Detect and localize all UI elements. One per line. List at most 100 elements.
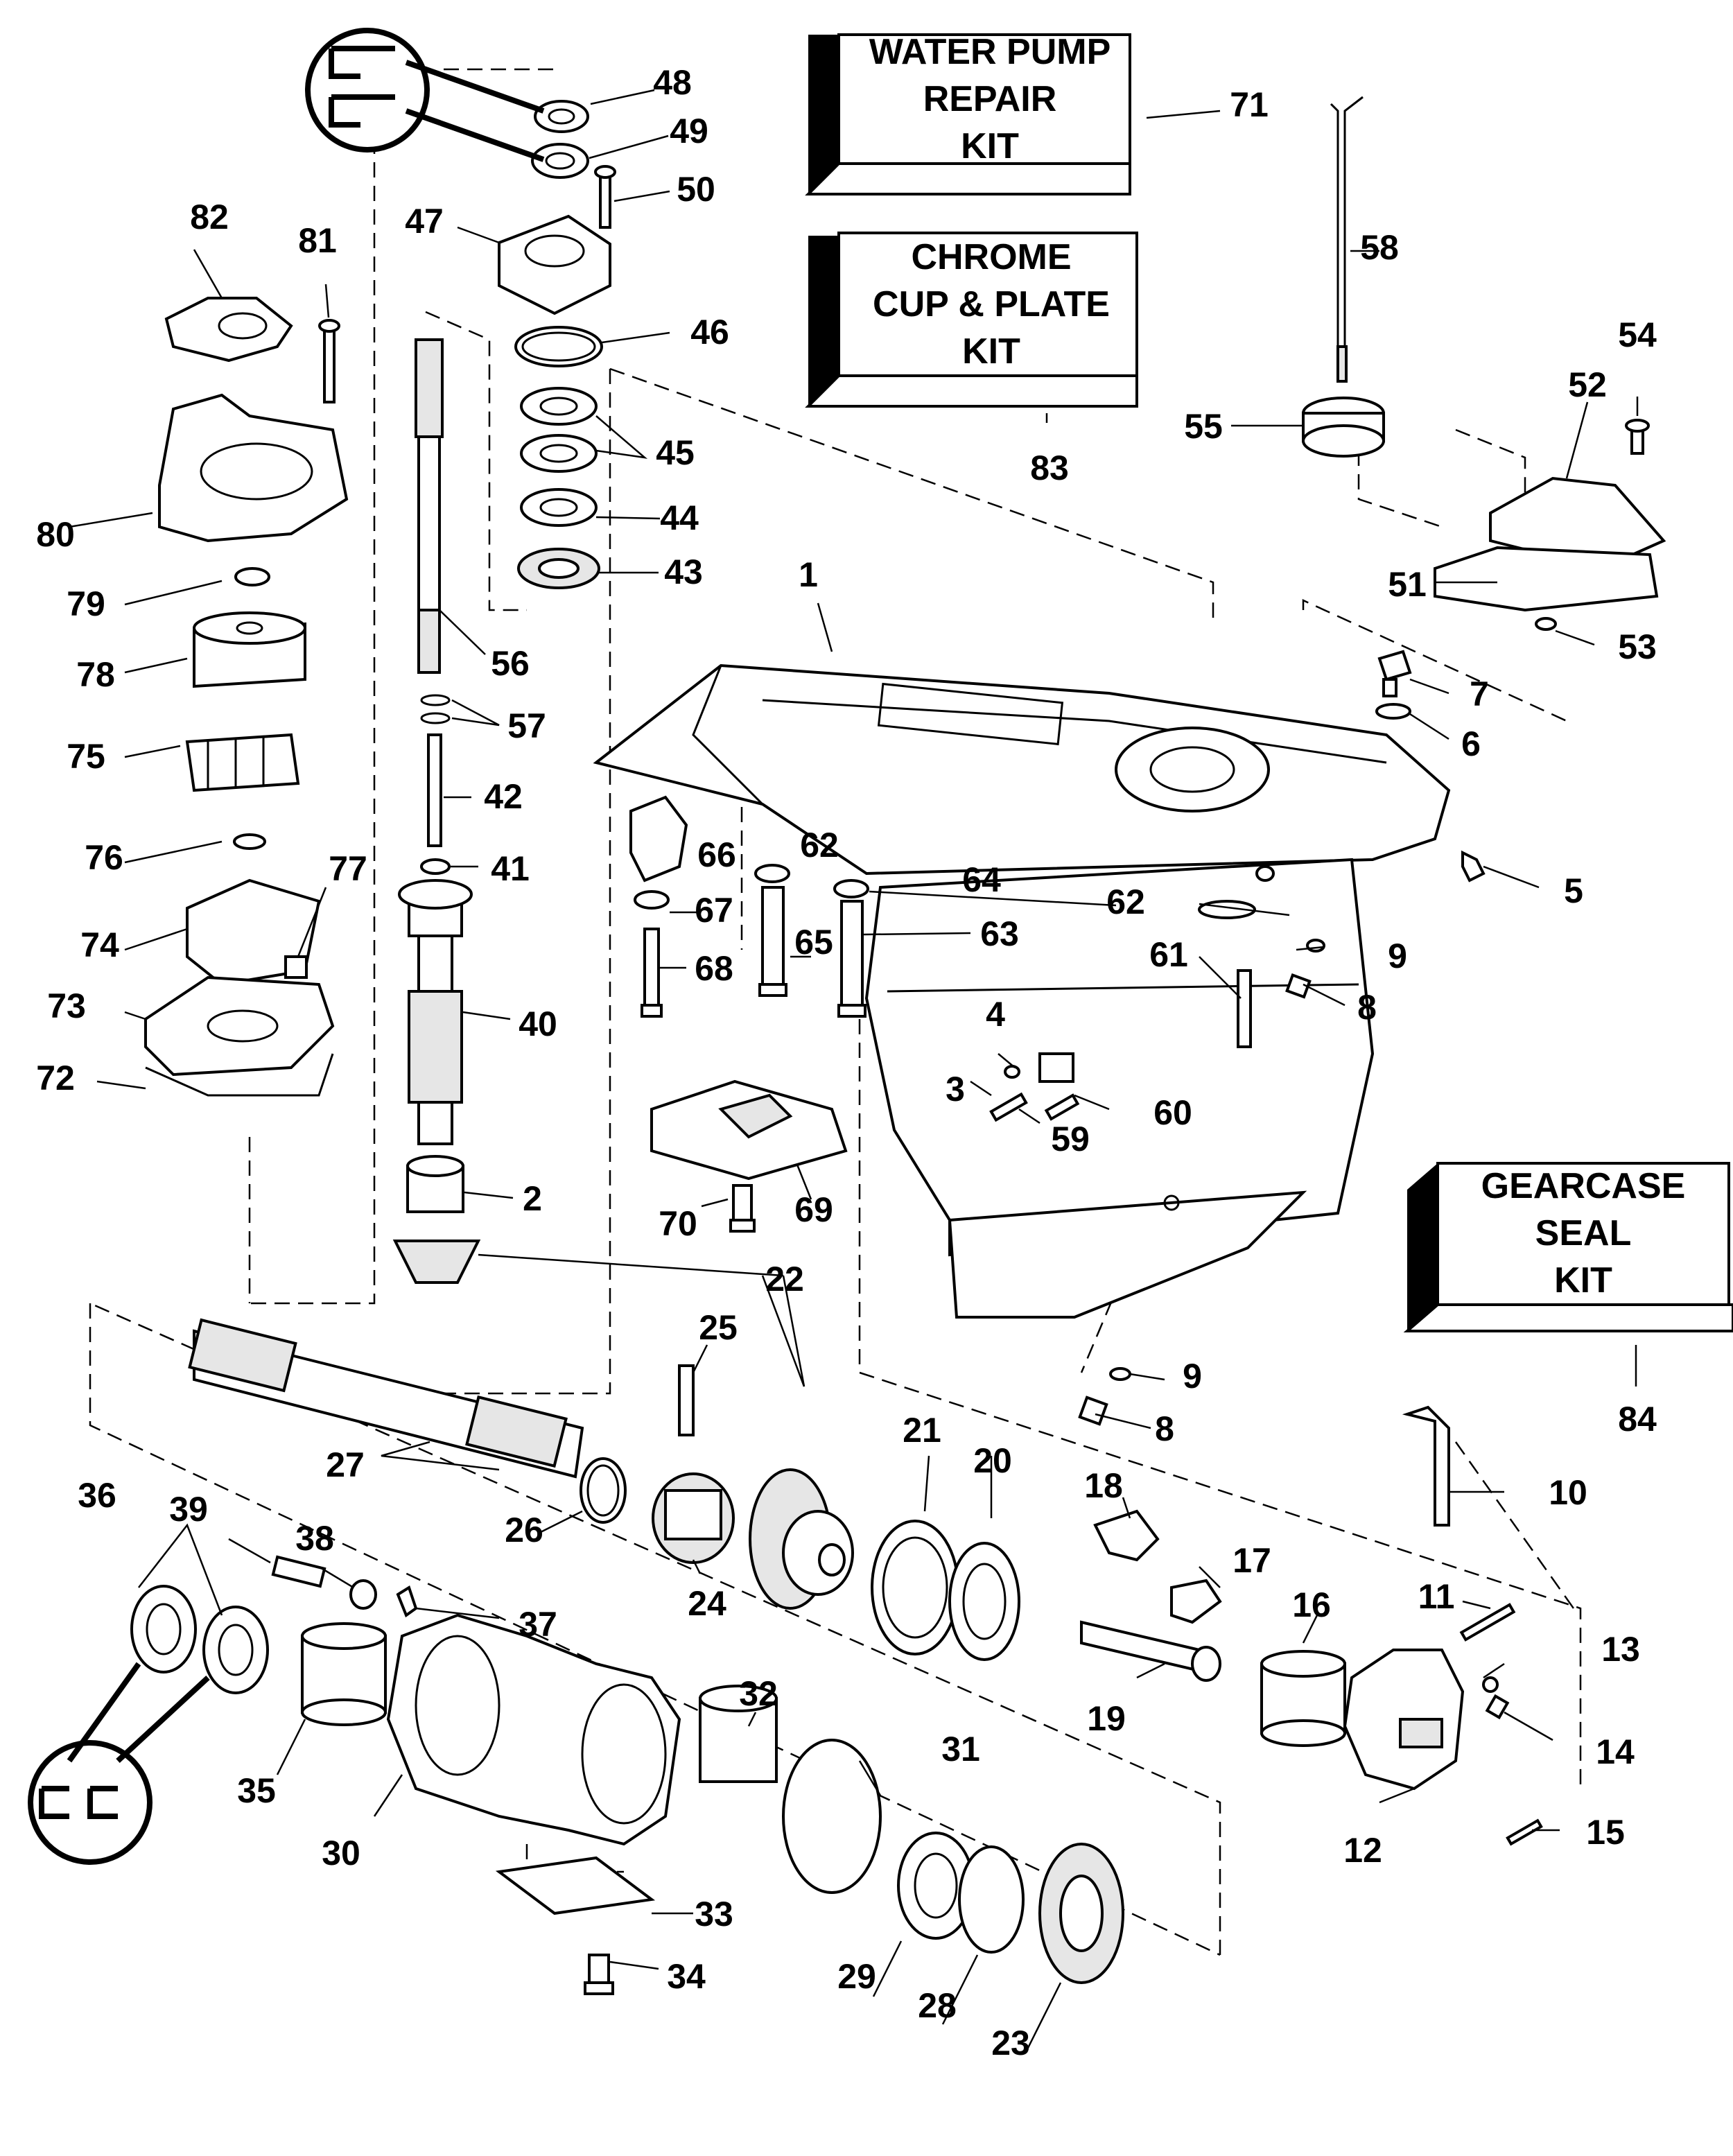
callout-23: 23 (991, 2024, 1030, 2062)
bearing-carrier-assembly (130, 1555, 1124, 1995)
callout-12: 12 (1343, 1831, 1382, 1870)
callout-11: 11 (1418, 1577, 1455, 1616)
callout-38: 38 (295, 1519, 334, 1558)
callout-69: 69 (794, 1190, 833, 1229)
water-pump-assembly (144, 297, 349, 1097)
callout-3: 3 (946, 1070, 965, 1109)
propeller-shaft-assembly (188, 1318, 1020, 1661)
callout-numbers: 1 2 3 4 5 6 7 8 8 9 9 10 11 12 13 14 15 … (36, 63, 1657, 2062)
callout-61: 61 (1149, 935, 1188, 974)
gearcase-seal-kit-box: GEARCASE SEAL KIT (1403, 1162, 1733, 1332)
callout-33: 33 (695, 1895, 733, 1933)
callout-59: 59 (1051, 1120, 1090, 1158)
gearcase-kit-line-1: GEARCASE (1481, 1166, 1686, 1206)
callout-29: 29 (837, 1957, 876, 1996)
callout-71: 71 (1230, 85, 1269, 124)
callout-16: 16 (1292, 1585, 1331, 1624)
gearcase-kit-line-2: SEAL (1535, 1213, 1632, 1253)
callout-55: 55 (1184, 407, 1223, 446)
callout-67: 67 (695, 891, 733, 930)
callout-70: 70 (659, 1204, 697, 1243)
callout-21: 21 (903, 1411, 941, 1450)
callout-20: 20 (973, 1441, 1012, 1480)
callout-81: 81 (298, 221, 337, 260)
callout-57: 57 (507, 706, 546, 745)
callout-1: 1 (799, 555, 818, 594)
callout-36: 36 (78, 1476, 116, 1515)
callout-40: 40 (519, 1005, 557, 1043)
callout-72: 72 (36, 1059, 75, 1097)
gearcase-housing (593, 663, 1451, 1319)
callout-79: 79 (67, 584, 105, 623)
callout-26: 26 (505, 1511, 543, 1549)
callout-19: 19 (1087, 1699, 1126, 1738)
callout-52: 52 (1568, 365, 1607, 404)
callout-34: 34 (667, 1957, 706, 1996)
callout-9-upper: 9 (1388, 937, 1407, 975)
callout-56: 56 (491, 644, 530, 683)
callout-50: 50 (677, 170, 715, 209)
seal-orientation-detail-bottom (28, 1662, 210, 1865)
callout-45: 45 (656, 433, 695, 472)
callout-30: 30 (322, 1834, 360, 1872)
callout-39: 39 (169, 1490, 208, 1529)
callout-82: 82 (190, 198, 229, 236)
callout-64: 64 (962, 860, 1001, 899)
callout-74: 74 (80, 925, 119, 964)
callout-51: 51 (1388, 565, 1427, 604)
callout-14: 14 (1596, 1732, 1635, 1771)
callout-41: 41 (491, 849, 530, 888)
callout-37: 37 (519, 1605, 557, 1644)
water-pump-kit-line-1: WATER PUMP (869, 32, 1111, 72)
callout-76: 76 (85, 838, 123, 877)
callout-13: 13 (1601, 1630, 1640, 1669)
callout-75: 75 (67, 737, 105, 776)
callout-46: 46 (690, 313, 729, 351)
chrome-cup-plate-kit-box: CHROME CUP & PLATE KIT (805, 232, 1138, 408)
callout-28: 28 (918, 1986, 957, 2025)
right-side-small-parts (989, 650, 1543, 1846)
callout-43: 43 (664, 553, 703, 591)
callout-49: 49 (670, 112, 708, 150)
callout-63: 63 (980, 914, 1019, 953)
callout-42: 42 (484, 777, 523, 816)
callout-32: 32 (739, 1674, 778, 1713)
callout-54: 54 (1618, 315, 1657, 354)
callout-84: 84 (1618, 1400, 1657, 1438)
callout-15: 15 (1586, 1813, 1625, 1852)
callout-77: 77 (329, 849, 367, 888)
callout-31: 31 (941, 1730, 980, 1768)
callout-25: 25 (699, 1308, 738, 1347)
callout-65: 65 (794, 923, 833, 962)
water-pump-kit-line-3: KIT (961, 126, 1019, 166)
chrome-kit-line-1: CHROME (911, 237, 1071, 277)
driveshaft-assembly (392, 100, 616, 1284)
callout-58: 58 (1360, 228, 1399, 267)
callout-53: 53 (1618, 627, 1657, 666)
callout-68: 68 (695, 949, 733, 988)
shift-rod-cover-assembly (1302, 96, 1666, 631)
callout-leader-lines (69, 89, 1639, 2053)
callout-10: 10 (1549, 1473, 1587, 1512)
callout-17: 17 (1233, 1541, 1271, 1580)
callout-48: 48 (653, 63, 692, 102)
callout-73: 73 (47, 986, 86, 1025)
callout-7: 7 (1470, 675, 1489, 713)
chrome-kit-line-3: KIT (962, 331, 1020, 372)
mid-fasteners (629, 795, 869, 1233)
callout-18: 18 (1084, 1466, 1123, 1505)
callout-8-upper: 8 (1357, 988, 1377, 1027)
callout-62-left: 62 (800, 826, 839, 864)
callout-66: 66 (697, 835, 736, 874)
seal-orientation-detail-top (305, 28, 545, 162)
callout-22: 22 (765, 1260, 804, 1298)
water-pump-repair-kit-box: WATER PUMP REPAIR KIT (805, 32, 1131, 195)
chrome-kit-line-2: CUP & PLATE (873, 284, 1110, 324)
callout-35: 35 (237, 1771, 276, 1810)
callout-2: 2 (523, 1179, 542, 1218)
callout-78: 78 (76, 655, 115, 694)
callout-5: 5 (1564, 871, 1583, 910)
callout-27: 27 (326, 1445, 365, 1484)
callout-24: 24 (688, 1584, 726, 1623)
